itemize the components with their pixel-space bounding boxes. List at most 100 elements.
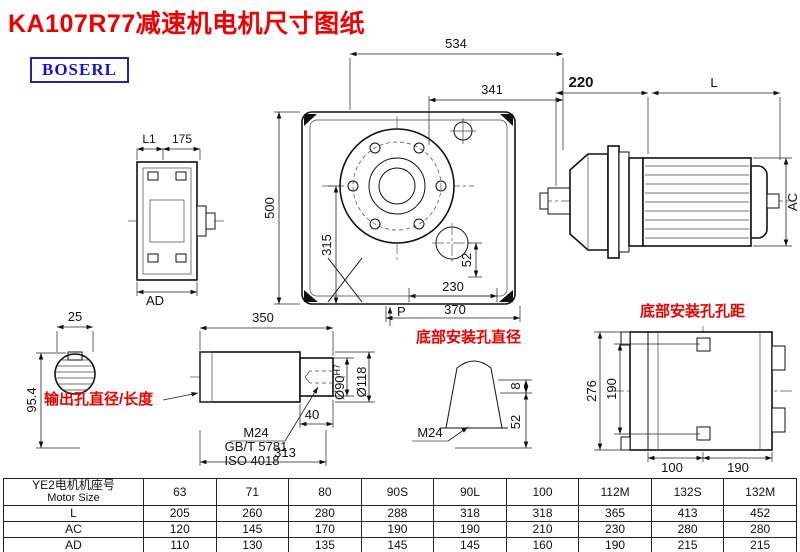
row-label-AC: AC bbox=[3, 521, 144, 538]
input-end-view bbox=[128, 161, 224, 281]
input-flange-circle bbox=[339, 128, 455, 244]
dim-25-label: 25 bbox=[68, 309, 82, 324]
cell-AC-8: 280 bbox=[723, 521, 797, 538]
col-header-90l: 90L bbox=[433, 478, 507, 506]
p-marker: P bbox=[387, 304, 406, 326]
dim-L1-label: L1 bbox=[142, 132, 156, 146]
cell-L-4: 318 bbox=[433, 505, 507, 522]
dim-190-vertical-label: 190 bbox=[604, 378, 619, 400]
dim-AC-label: AC bbox=[785, 193, 800, 211]
dim-230: 230 bbox=[408, 279, 498, 302]
dim-370-label: 370 bbox=[444, 302, 466, 317]
keyway bbox=[67, 351, 83, 361]
front-view bbox=[301, 111, 516, 305]
dim-313: 313 bbox=[199, 430, 327, 466]
row-label-L: L bbox=[3, 505, 144, 522]
dim-370: 370 bbox=[385, 302, 521, 322]
dim-40-label: 40 bbox=[305, 407, 319, 422]
rib-lines bbox=[327, 257, 363, 303]
dim-52-hole: 52 bbox=[455, 393, 532, 449]
dim-175-label: 175 bbox=[172, 132, 192, 146]
cell-AC-2: 170 bbox=[288, 521, 362, 538]
cell-AD-3: 145 bbox=[360, 537, 435, 552]
dim-AC: AC bbox=[753, 157, 800, 247]
hole-boss bbox=[445, 360, 503, 429]
dim-220-label: 220 bbox=[568, 74, 593, 91]
brand-logo: BOSERL bbox=[30, 57, 129, 83]
dim-52-front-label: 52 bbox=[459, 253, 474, 267]
motor-flange bbox=[607, 145, 620, 259]
bottom-hole-detail: M24 8 52 bbox=[412, 360, 532, 449]
cell-L-3: 288 bbox=[360, 505, 435, 522]
dim-190-vertical: 190 bbox=[604, 343, 700, 435]
side-view-motor bbox=[539, 145, 792, 259]
cell-AD-7: 215 bbox=[650, 537, 725, 552]
dim-350-label: 350 bbox=[252, 310, 274, 325]
table-row-AD: AD 110 130 135 145 145 160 190 215 215 bbox=[3, 537, 797, 552]
cell-L-8: 452 bbox=[723, 505, 797, 522]
vent-plug bbox=[450, 118, 476, 144]
dim-315-label: 315 bbox=[319, 234, 334, 256]
cell-AD-6: 190 bbox=[578, 537, 652, 552]
page-title: KA107R77减速机电机尺寸图纸 bbox=[8, 10, 366, 38]
dim-500-label: 500 bbox=[262, 197, 277, 219]
dim-341: 341 bbox=[428, 82, 563, 145]
row-label-AD: AD bbox=[3, 537, 144, 552]
header-cn: YE2电机机座号 bbox=[32, 478, 115, 492]
motor-size-table: YE2电机机座号 Motor Size 63 71 80 90S 90L 100… bbox=[3, 478, 797, 552]
tapped-hole bbox=[304, 370, 333, 384]
cell-AD-5: 160 bbox=[505, 537, 580, 552]
hole-thread-callout: M24 bbox=[412, 425, 469, 442]
dim-8: 8 bbox=[498, 379, 532, 394]
col-header-63: 63 bbox=[143, 478, 217, 506]
output-shaft-view bbox=[190, 351, 345, 403]
bottom-hole-label: 底部安装孔直径 bbox=[416, 328, 521, 346]
dim-100-label: 100 bbox=[661, 460, 683, 475]
col-header-112m: 112M bbox=[578, 478, 652, 506]
p-label: P bbox=[397, 304, 406, 319]
hole-thread-label: M24 bbox=[417, 425, 442, 440]
table-row-AC: AC 120 145 170 190 190 210 230 280 280 bbox=[3, 521, 797, 538]
technical-drawing: 534 341 500 315 52 230 370 P bbox=[24, 36, 800, 475]
dim-L1: L1 bbox=[136, 132, 164, 160]
dim-d90-label: Ø90H7 bbox=[332, 364, 347, 400]
bottom-mounting-view bbox=[612, 326, 792, 452]
rear-shaft-stub bbox=[766, 193, 780, 209]
cell-L-2: 280 bbox=[288, 505, 362, 522]
motor-fins bbox=[645, 165, 749, 239]
dim-8-label: 8 bbox=[508, 382, 523, 389]
cell-L-6: 365 bbox=[578, 505, 652, 522]
cell-AD-2: 135 bbox=[288, 537, 362, 552]
dim-L: L bbox=[652, 75, 781, 160]
cell-AC-7: 280 bbox=[650, 521, 725, 538]
col-header-80: 80 bbox=[288, 478, 362, 506]
brand-text: BOSERL bbox=[42, 60, 117, 79]
std-iso-label: ISO 4018 bbox=[225, 453, 280, 468]
output-bore-label: 输出孔直径/长度 bbox=[44, 390, 154, 408]
dim-52-front: 52 bbox=[459, 242, 482, 278]
shaft-section-view bbox=[54, 351, 96, 395]
fan-cowl bbox=[750, 165, 768, 239]
dim-534-label: 534 bbox=[445, 36, 467, 51]
table-row-L: L 205 260 280 288 318 318 365 413 452 bbox=[3, 505, 797, 522]
cell-L-0: 205 bbox=[143, 505, 217, 522]
cell-AC-0: 120 bbox=[143, 521, 217, 538]
dim-175: 175 bbox=[163, 132, 201, 160]
std-gb-label: GB/T 5781 bbox=[225, 439, 288, 454]
dim-95-4-label: 95.4 bbox=[24, 387, 39, 412]
output-bore-leader bbox=[162, 392, 199, 401]
col-header-71: 71 bbox=[215, 478, 290, 506]
col-header-100: 100 bbox=[505, 478, 580, 506]
dim-d90: Ø90H7 bbox=[332, 357, 354, 400]
col-header-90s: 90S bbox=[360, 478, 435, 506]
dim-500: 500 bbox=[262, 111, 300, 305]
dim-230-label: 230 bbox=[442, 279, 464, 294]
dim-52-hole-label: 52 bbox=[508, 415, 523, 429]
dim-534: 534 bbox=[349, 36, 564, 150]
col-header-132m: 132M bbox=[723, 478, 797, 506]
dim-L-label: L bbox=[710, 75, 717, 90]
dim-d118: Ø118 bbox=[335, 351, 375, 403]
dim-40: 40 bbox=[299, 400, 334, 428]
table-header-row: YE2电机机座号 Motor Size 63 71 80 90S 90L 100… bbox=[3, 478, 797, 506]
cell-AD-0: 110 bbox=[143, 537, 217, 552]
